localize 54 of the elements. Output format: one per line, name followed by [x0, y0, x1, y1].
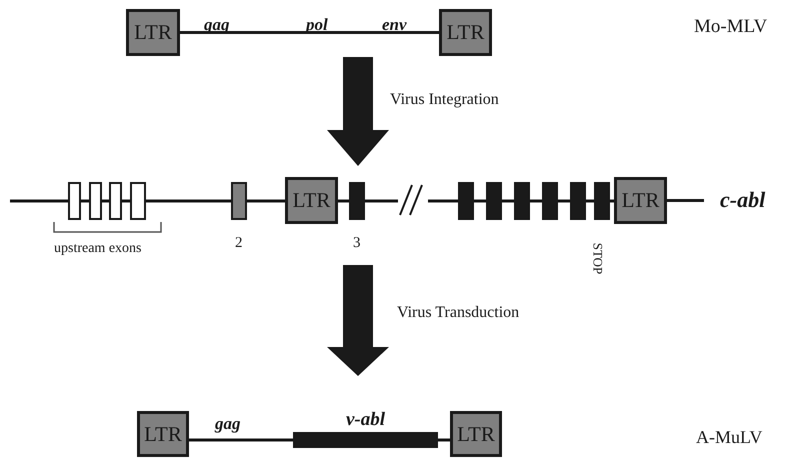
connector-line [610, 200, 614, 202]
exon-box [514, 182, 530, 220]
exon-box [89, 182, 102, 220]
exon-box [542, 182, 558, 220]
gene-name: env [382, 16, 407, 33]
ltr-box [137, 411, 189, 457]
connector-line [81, 200, 89, 202]
connector-line [247, 200, 285, 202]
connector-line [189, 438, 293, 442]
ltr-label: LTR [457, 424, 495, 444]
exon-box [458, 182, 474, 220]
ltr-box [439, 9, 492, 56]
gene-name: v-abl [344, 410, 386, 429]
ltr-box [450, 411, 502, 457]
virus-name: Mo-MLV [694, 17, 768, 36]
connector-line [10, 200, 68, 202]
connector-line [122, 200, 130, 202]
ltr-label: LTR [446, 22, 484, 43]
connector-line [338, 200, 349, 202]
exon-box [130, 182, 146, 220]
ltr-label: LTR [292, 190, 330, 211]
connector-line [146, 200, 231, 202]
connector-line [180, 31, 439, 34]
connector-line [102, 200, 109, 202]
process-label: Virus Transduction [397, 305, 520, 321]
ltr-box [285, 177, 338, 224]
gene-name: gag [215, 415, 240, 432]
exon-label: STOP [591, 242, 604, 274]
ltr-box [126, 9, 180, 56]
exon-number: 3 [353, 236, 360, 251]
exon-box [349, 182, 365, 220]
connector-line [586, 200, 594, 202]
connector-line [667, 199, 704, 202]
exon-box [231, 182, 247, 220]
exon-box [594, 182, 610, 220]
connector-line [438, 438, 450, 442]
connector-line [365, 200, 458, 202]
exon-box [109, 182, 122, 220]
ltr-label: LTR [134, 22, 172, 43]
ltr-label: LTR [622, 190, 660, 211]
region-label: upstream exons [54, 242, 142, 256]
ltr-label: LTR [144, 424, 182, 444]
connector-line [474, 200, 486, 202]
ltr-box [614, 177, 667, 224]
gene-name: c-abl [720, 189, 766, 211]
exon-box [486, 182, 502, 220]
connector-line [558, 200, 570, 202]
exon-box [68, 182, 81, 220]
exon-number: 2 [235, 236, 242, 251]
connector-line [502, 200, 514, 202]
exon-box [570, 182, 586, 220]
process-label: Virus Integration [390, 92, 499, 108]
virus-name: A-MuLV [696, 428, 762, 446]
connector-line [530, 200, 542, 202]
